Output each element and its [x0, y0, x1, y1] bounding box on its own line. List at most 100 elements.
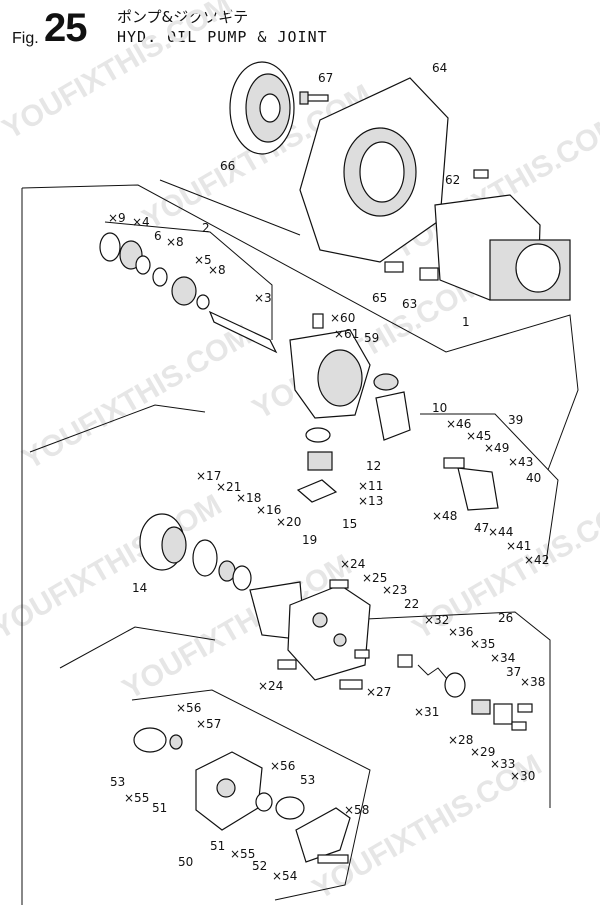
callout-60: ×60 [330, 311, 355, 325]
outline-shaft-group [104, 221, 273, 340]
callout-2: 2 [202, 221, 210, 235]
callout-8a: ×8 [166, 235, 184, 249]
callout-53a: 53 [110, 775, 125, 789]
callout-14: 14 [132, 581, 147, 595]
callout-55a: ×55 [124, 791, 149, 805]
callout-56b: ×56 [270, 759, 295, 773]
callout-48: ×48 [432, 509, 457, 523]
watermark-text: YOUFIXTHIS.COM [0, 488, 227, 646]
coupling-disc-66 [229, 61, 295, 155]
callout-66: 66 [220, 159, 235, 173]
solenoid-valve-39 [443, 457, 499, 511]
callout-36: ×36 [448, 625, 473, 639]
hydraulic-pump-assy-1 [434, 194, 571, 301]
callout-13: ×13 [358, 494, 383, 508]
callout-58: ×58 [344, 803, 369, 817]
callout-56a: ×56 [176, 701, 201, 715]
seal-parts-12 [296, 427, 338, 503]
callout-1: 1 [462, 315, 470, 329]
callout-51a: 51 [152, 801, 167, 815]
callout-8b: ×8 [208, 263, 226, 277]
callout-59: 59 [364, 331, 379, 345]
callout-54: ×54 [272, 869, 297, 883]
drive-coupling-14 [139, 513, 187, 571]
callout-30: ×30 [510, 769, 535, 783]
swash-plate-10 [373, 373, 411, 441]
callout-52: 52 [252, 859, 267, 873]
callout-23: ×23 [382, 583, 407, 597]
callout-27: ×27 [366, 685, 391, 699]
callout-38: ×38 [520, 675, 545, 689]
watermark-text: YOUFIXTHIS.COM [17, 318, 257, 476]
callout-47: 47 [474, 521, 489, 535]
callout-18: ×18 [236, 491, 261, 505]
callout-24b: ×24 [258, 679, 283, 693]
relief-valve-26 [397, 654, 533, 731]
outline-relief-group [420, 413, 559, 563]
watermark-text: YOUFIXTHIS.COM [0, 0, 237, 146]
callout-20: ×20 [276, 515, 301, 529]
callout-3: ×3 [254, 291, 272, 305]
callout-28: ×28 [448, 733, 473, 747]
callout-46: ×46 [446, 417, 471, 431]
callout-9: ×9 [108, 211, 126, 225]
title-japanese: ポンプ&ジクツギテ [117, 8, 249, 26]
callout-45: ×45 [466, 429, 491, 443]
outline-mid-section [29, 404, 206, 453]
callout-37: 37 [506, 665, 521, 679]
bolt-67 [299, 91, 329, 105]
bolts-63-65 [384, 261, 439, 281]
callout-16: ×16 [256, 503, 281, 517]
figure-label: Fig. [12, 30, 39, 47]
fitting-62 [473, 169, 489, 179]
watermark-text: YOUFIXTHIS.COM [247, 268, 487, 426]
callout-32: ×32 [424, 613, 449, 627]
callout-64: 64 [432, 61, 447, 75]
callout-50: 50 [178, 855, 193, 869]
callout-55b: ×55 [230, 847, 255, 861]
gear-plates-17-21 [192, 539, 252, 591]
callout-49: ×49 [484, 441, 509, 455]
callout-33: ×33 [490, 757, 515, 771]
callout-63: 63 [402, 297, 417, 311]
bolts-24-27 [277, 579, 370, 690]
callout-43: ×43 [508, 455, 533, 469]
callout-57: ×57 [196, 717, 221, 731]
callout-5: ×5 [194, 253, 212, 267]
callout-6: 6 [154, 229, 162, 243]
outline-valve-group [344, 611, 551, 808]
callout-62: 62 [445, 173, 460, 187]
callout-61: ×61 [334, 327, 359, 341]
callout-19: 19 [302, 533, 317, 547]
callout-35: ×35 [470, 637, 495, 651]
callout-41: ×41 [506, 539, 531, 553]
shaft-group-2 [99, 232, 278, 354]
callout-12: 12 [366, 459, 381, 473]
figure-number: 25 [44, 6, 87, 50]
callout-15: 15 [342, 517, 357, 531]
callout-65: 65 [372, 291, 387, 305]
callout-39: 39 [508, 413, 523, 427]
callout-21: ×21 [216, 480, 241, 494]
assembly-outlines [21, 179, 579, 905]
pump-cover-59 [289, 313, 371, 419]
flywheel-housing-64 [299, 77, 449, 263]
callout-51b: 51 [210, 839, 225, 853]
callout-25: ×25 [362, 571, 387, 585]
callout-4: ×4 [132, 215, 150, 229]
callout-31: ×31 [414, 705, 439, 719]
callout-26: 26 [498, 611, 513, 625]
callout-17: ×17 [196, 469, 221, 483]
outline-joint [159, 179, 301, 236]
callout-10: 10 [432, 401, 447, 415]
callout-44: ×44 [488, 525, 513, 539]
gear-pump-50 [133, 727, 351, 864]
callout-34: ×34 [490, 651, 515, 665]
outline-main-assembly [21, 184, 579, 471]
callout-24a: ×24 [340, 557, 365, 571]
title-english: HYD. OIL PUMP & JOINT [117, 28, 328, 46]
callout-11: ×11 [358, 479, 383, 493]
callout-labels: 67 64 66 62 65 63 1 ×9 ×4 2 6 ×8 ×5 ×8 ×… [108, 61, 549, 883]
